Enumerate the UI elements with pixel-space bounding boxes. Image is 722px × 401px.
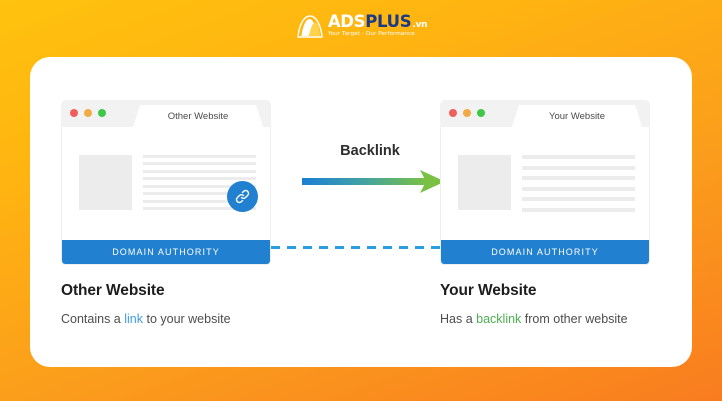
caption-suffix-left: to your website (143, 312, 231, 326)
logo-text: ADS PLUS .vn Your Target - Our Performan… (327, 11, 428, 38)
text-line (143, 162, 256, 166)
minimize-dot-icon[interactable] (84, 109, 92, 117)
text-line (143, 155, 256, 158)
text-line (522, 207, 635, 212)
browser-tab-your-website[interactable]: Your Website (512, 105, 642, 127)
caption-prefix-left: Contains a (61, 312, 125, 326)
minimize-dot-icon[interactable] (463, 109, 471, 117)
text-line (522, 186, 635, 191)
text-line (522, 176, 635, 181)
domain-authority-dashed-connector (271, 246, 441, 249)
text-line-placeholders (143, 155, 256, 210)
text-line (143, 184, 256, 188)
logo-lockup: ADS PLUS .vn Your Target - Our Performan… (295, 13, 427, 40)
caption-prefix-right: Has a (440, 312, 477, 326)
brand-logo: ADS PLUS .vn Your Target - Our Performan… (0, 11, 722, 41)
caption-suffix-right: from other website (521, 312, 628, 326)
maximize-dot-icon[interactable] (477, 109, 485, 117)
logo-tagline: Your Target - Our Performance (327, 31, 415, 38)
backlink-label: Backlink (340, 143, 400, 159)
text-line (143, 177, 256, 181)
image-placeholder (79, 155, 132, 210)
image-placeholder (458, 155, 511, 210)
right-arrow-icon (302, 170, 445, 193)
caption-your-website: Your Website Has a backlink from other w… (440, 282, 722, 326)
traffic-light-dots (449, 109, 485, 117)
text-line (522, 197, 635, 202)
browser-viewport: DOMAIN AUTHORITY (61, 127, 271, 265)
mountain-swoosh-icon (297, 14, 323, 38)
traffic-light-dots (70, 109, 106, 117)
domain-authority-bar-right: DOMAIN AUTHORITY (441, 240, 649, 264)
logo-word-ads: ADS (327, 11, 366, 31)
caption-subtitle-right: Has a backlink from other website (440, 312, 722, 326)
caption-keyword-backlink[interactable]: backlink (476, 312, 522, 326)
browser-viewport: DOMAIN AUTHORITY (440, 127, 650, 265)
logo-tld: .vn (412, 19, 428, 30)
text-line (143, 169, 256, 173)
browser-window-your-website: Your Website DOMAIN AUTHORITY (440, 100, 650, 265)
logo-word-plus: PLUS (365, 11, 412, 31)
caption-other-website: Other Website Contains a link to your we… (61, 282, 361, 326)
maximize-dot-icon[interactable] (98, 109, 106, 117)
page-mockup (79, 155, 256, 210)
close-dot-icon[interactable] (449, 109, 457, 117)
backlink-arrow (270, 167, 455, 197)
content-card: Other Website (30, 57, 692, 367)
caption-subtitle-left: Contains a link to your website (61, 312, 361, 326)
close-dot-icon[interactable] (70, 109, 78, 117)
browser-tab-other-website[interactable]: Other Website (133, 105, 263, 127)
text-line (143, 206, 256, 210)
caption-title-left: Other Website (61, 282, 165, 299)
text-line (522, 165, 635, 170)
domain-authority-bar-left: DOMAIN AUTHORITY (62, 240, 270, 264)
text-line-placeholders (522, 155, 635, 212)
browser-window-other-website: Other Website (61, 100, 271, 265)
caption-keyword-link[interactable]: link (124, 312, 143, 326)
browser-chrome: Your Website (440, 100, 650, 127)
chain-link-icon[interactable] (227, 181, 258, 212)
text-line (143, 199, 256, 203)
chain-link-glyph (235, 189, 250, 204)
text-line (143, 192, 256, 196)
page-mockup (458, 155, 635, 212)
browser-chrome: Other Website (61, 100, 271, 127)
caption-title-right: Your Website (440, 282, 537, 299)
text-line (522, 155, 635, 159)
